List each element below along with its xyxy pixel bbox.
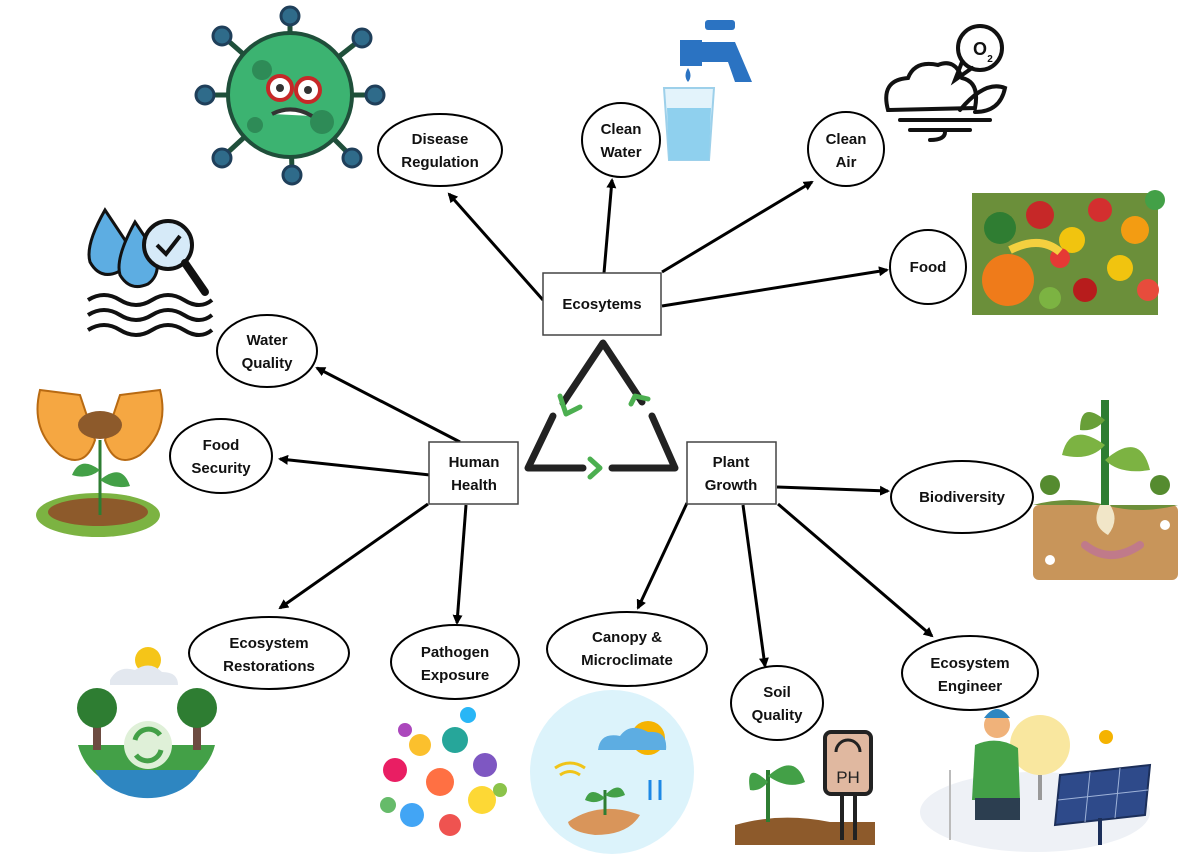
- node-biodiversity-line1: Biodiversity: [919, 489, 1006, 506]
- ph-label: PH: [836, 768, 860, 787]
- recycle-chevron-bottom: [587, 456, 603, 480]
- hub-plant-growth-label-line1: Plant: [713, 454, 750, 471]
- recycle-chevron-left: [557, 393, 583, 417]
- recycle-chevron-right: [628, 393, 651, 407]
- node-clean-air: Clean Air: [807, 111, 885, 187]
- node-ecosystem-restorations-line1: Ecosystem: [229, 635, 308, 652]
- node-disease-regulation: Disease Regulation: [377, 113, 503, 187]
- arrow-plant-growth-to-biodiversity: [776, 485, 890, 496]
- node-pathogen-exposure-line1: Pathogen: [421, 644, 489, 661]
- arrow-human-health-to-pathogen-exposure: [452, 504, 468, 625]
- node-clean-air-line2: Air: [836, 154, 857, 171]
- node-water-quality: Water Quality: [216, 314, 318, 388]
- node-water-quality-line1: Water: [246, 332, 287, 349]
- ph-meter-icon: [735, 730, 875, 845]
- oxygen-label: O: [973, 39, 987, 59]
- water-tap-icon: [662, 20, 752, 161]
- node-canopy-microclimate: Canopy & Microclimate: [546, 611, 708, 687]
- fruit-vegetable-icon: [972, 190, 1165, 315]
- node-canopy-microclimate-line2: Microclimate: [581, 652, 673, 669]
- arrow-ecosystems-to-clean-water: [602, 178, 617, 274]
- node-water-quality-line2: Quality: [242, 355, 294, 372]
- arrow-human-health-to-ecosystem-restorations: [278, 502, 429, 610]
- node-pathogen-exposure: Pathogen Exposure: [390, 624, 520, 700]
- restoration-icon: [77, 647, 217, 799]
- node-pathogen-exposure-line2: Exposure: [421, 667, 489, 684]
- hub-ecosystems: Ecosytems: [542, 272, 662, 336]
- hands-seedling-icon: [36, 388, 164, 537]
- connector-arrows: [278, 178, 934, 668]
- node-food: Food: [889, 229, 967, 305]
- node-canopy-microclimate-line1: Canopy &: [592, 629, 662, 646]
- node-soil-quality-line2: Quality: [752, 707, 804, 724]
- biodiversity-soil-icon: [1033, 400, 1178, 580]
- microclimate-icon: [530, 690, 694, 854]
- node-ecosystem-restorations: Ecosystem Restorations: [188, 616, 350, 690]
- cloud-oxygen-icon: [884, 24, 1008, 142]
- node-disease-regulation-line2: Regulation: [401, 154, 479, 171]
- hub-plant-growth-label-line2: Growth: [705, 477, 758, 494]
- hub-human-health: Human Health: [428, 441, 519, 505]
- arrow-human-health-to-water-quality: [315, 366, 461, 444]
- node-clean-water-line2: Water: [600, 144, 641, 161]
- node-clean-water-line1: Clean: [601, 121, 642, 138]
- hub-ecosystems-label: Ecosytems: [562, 296, 641, 313]
- node-disease-regulation-line1: Disease: [412, 131, 469, 148]
- engineer-icon: [920, 709, 1152, 852]
- node-ecosystem-engineer: Ecosystem Engineer: [901, 635, 1039, 711]
- node-food-line1: Food: [910, 259, 947, 276]
- hub-human-health-label-line2: Health: [451, 477, 497, 494]
- arrow-plant-growth-to-soil-quality: [741, 504, 769, 668]
- arrow-plant-growth-to-canopy-microclimate: [636, 502, 689, 610]
- microbes-icon: [372, 707, 508, 853]
- node-food-security-line1: Food: [203, 437, 240, 454]
- node-clean-water: Clean Water: [581, 102, 661, 178]
- node-soil-quality: Soil Quality: [730, 665, 824, 741]
- arrow-ecosystems-to-food: [661, 266, 889, 308]
- arrow-plant-growth-to-ecosystem-engineer: [777, 502, 934, 638]
- arrow-ecosystems-to-disease-regulation: [447, 192, 545, 301]
- node-biodiversity: Biodiversity: [890, 460, 1034, 534]
- node-clean-air-line1: Clean: [826, 131, 867, 148]
- node-ecosystem-engineer-line1: Ecosystem: [930, 655, 1009, 672]
- node-ecosystem-engineer-line2: Engineer: [938, 678, 1002, 695]
- hub-human-health-label-line1: Human: [449, 454, 500, 471]
- virus-icon: [194, 5, 386, 186]
- node-ecosystem-restorations-line2: Restorations: [223, 658, 315, 675]
- arrow-ecosystems-to-clean-air: [661, 180, 814, 274]
- recycle-triangle: [524, 339, 679, 480]
- oxygen-subscript: 2: [987, 54, 993, 65]
- arrow-human-health-to-food-security: [278, 454, 431, 477]
- node-soil-quality-line1: Soil: [763, 684, 791, 701]
- hub-plant-growth: Plant Growth: [686, 441, 777, 505]
- water-quality-icon: [86, 207, 214, 337]
- node-food-security: Food Security: [169, 418, 273, 494]
- node-food-security-line2: Security: [191, 460, 251, 477]
